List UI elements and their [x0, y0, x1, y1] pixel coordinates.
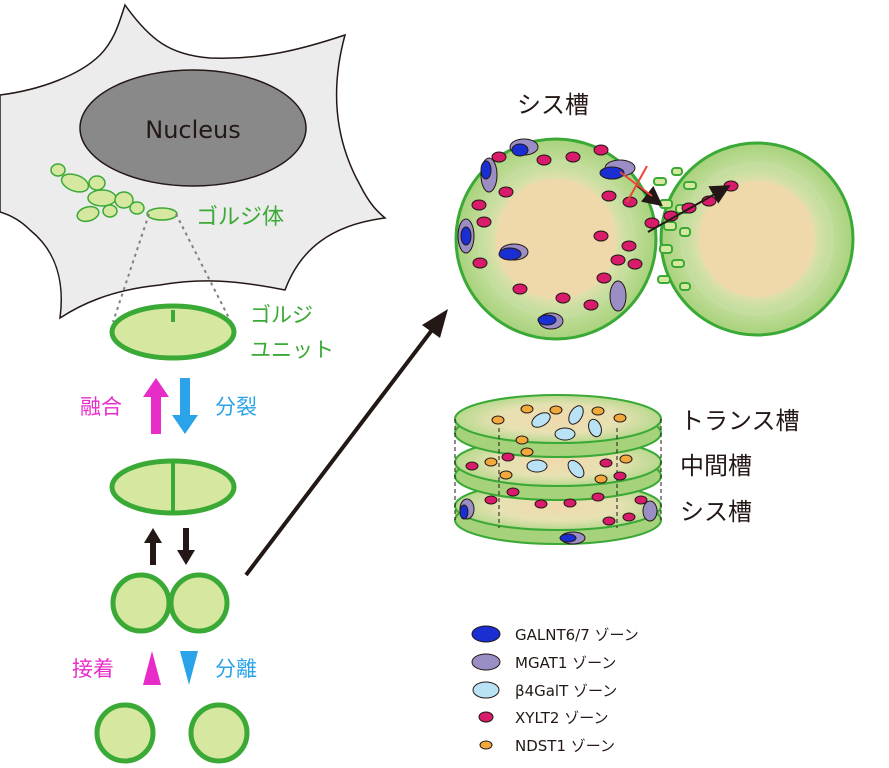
block-cross [619, 165, 653, 203]
legend-label: MGAT1 ゾーン [515, 654, 616, 672]
golgi-label: ゴルジ体 [196, 205, 284, 230]
separate-arrow [180, 651, 198, 685]
exchange-arrows [144, 528, 195, 565]
cell: Nucleus ゴルジ体 [0, 3, 387, 320]
legend-label: NDST1 ゾーン [515, 737, 615, 755]
separate-label: 分離 [215, 657, 257, 681]
golgi-unit [109, 303, 237, 361]
separate-ministacks [94, 702, 250, 764]
trans-cisterna-label: トランス槽 [680, 407, 800, 435]
zoom-arrow-head [422, 309, 448, 338]
nucleus-label: Nucleus [145, 116, 241, 144]
legend-label: β4GalT ゾーン [515, 682, 617, 700]
legend-label: GALNT6/7 ゾーン [515, 626, 639, 644]
fusion-arrow [143, 378, 169, 434]
cis-cisterna-label: シス槽 [680, 498, 752, 526]
lightblue-ellipse-icon [472, 681, 500, 699]
legend-item-xylt2: XYLT2 ゾーン [478, 709, 608, 727]
transport-arrow [647, 185, 731, 233]
blue-ellipse-icon [471, 625, 501, 643]
medial-cisterna-label: 中間槽 [680, 452, 752, 480]
tubule-bridge [653, 167, 697, 291]
golgi-apparatus [50, 163, 178, 223]
legend-item-b4galt: β4GalT ゾーン [472, 681, 617, 700]
trans-disk [454, 394, 662, 458]
fusion-label: 融合 [80, 395, 122, 419]
purple-ellipse-icon [471, 653, 501, 671]
legend-item-galnt: GALNT6/7 ゾーン [471, 625, 639, 644]
magenta-ellipse-icon [478, 711, 494, 723]
cis-cisterna-right [659, 141, 855, 337]
legend-item-mgat1: MGAT1 ゾーン [471, 653, 616, 672]
fission-arrow [172, 378, 198, 434]
legend-label: XYLT2 ゾーン [515, 709, 608, 727]
zoom-arrow [244, 328, 434, 577]
paired-ministacks [110, 572, 230, 634]
golgi-unit-label-1: ゴルジ [250, 303, 313, 327]
golgi-unit-divided [109, 458, 237, 516]
golgi-unit-label-2: ユニット [250, 338, 334, 362]
zoom-lines [112, 213, 232, 323]
cisterna-stack [454, 394, 662, 545]
cis-cisterna-top-label: シス槽 [517, 91, 589, 119]
fission-label: 分裂 [215, 395, 257, 419]
nucleus [79, 69, 307, 187]
attach-arrow [143, 651, 161, 685]
enzyme-markers-left [457, 138, 643, 330]
attach-label: 接着 [72, 657, 114, 681]
orange-ellipse-icon [479, 740, 493, 750]
legend: GALNT6/7 ゾーン MGAT1 ゾーン β4GalT ゾーン XYLT2 … [471, 625, 639, 755]
cis-cisterna-left [454, 137, 658, 341]
legend-item-ndst1: NDST1 ゾーン [479, 737, 615, 755]
